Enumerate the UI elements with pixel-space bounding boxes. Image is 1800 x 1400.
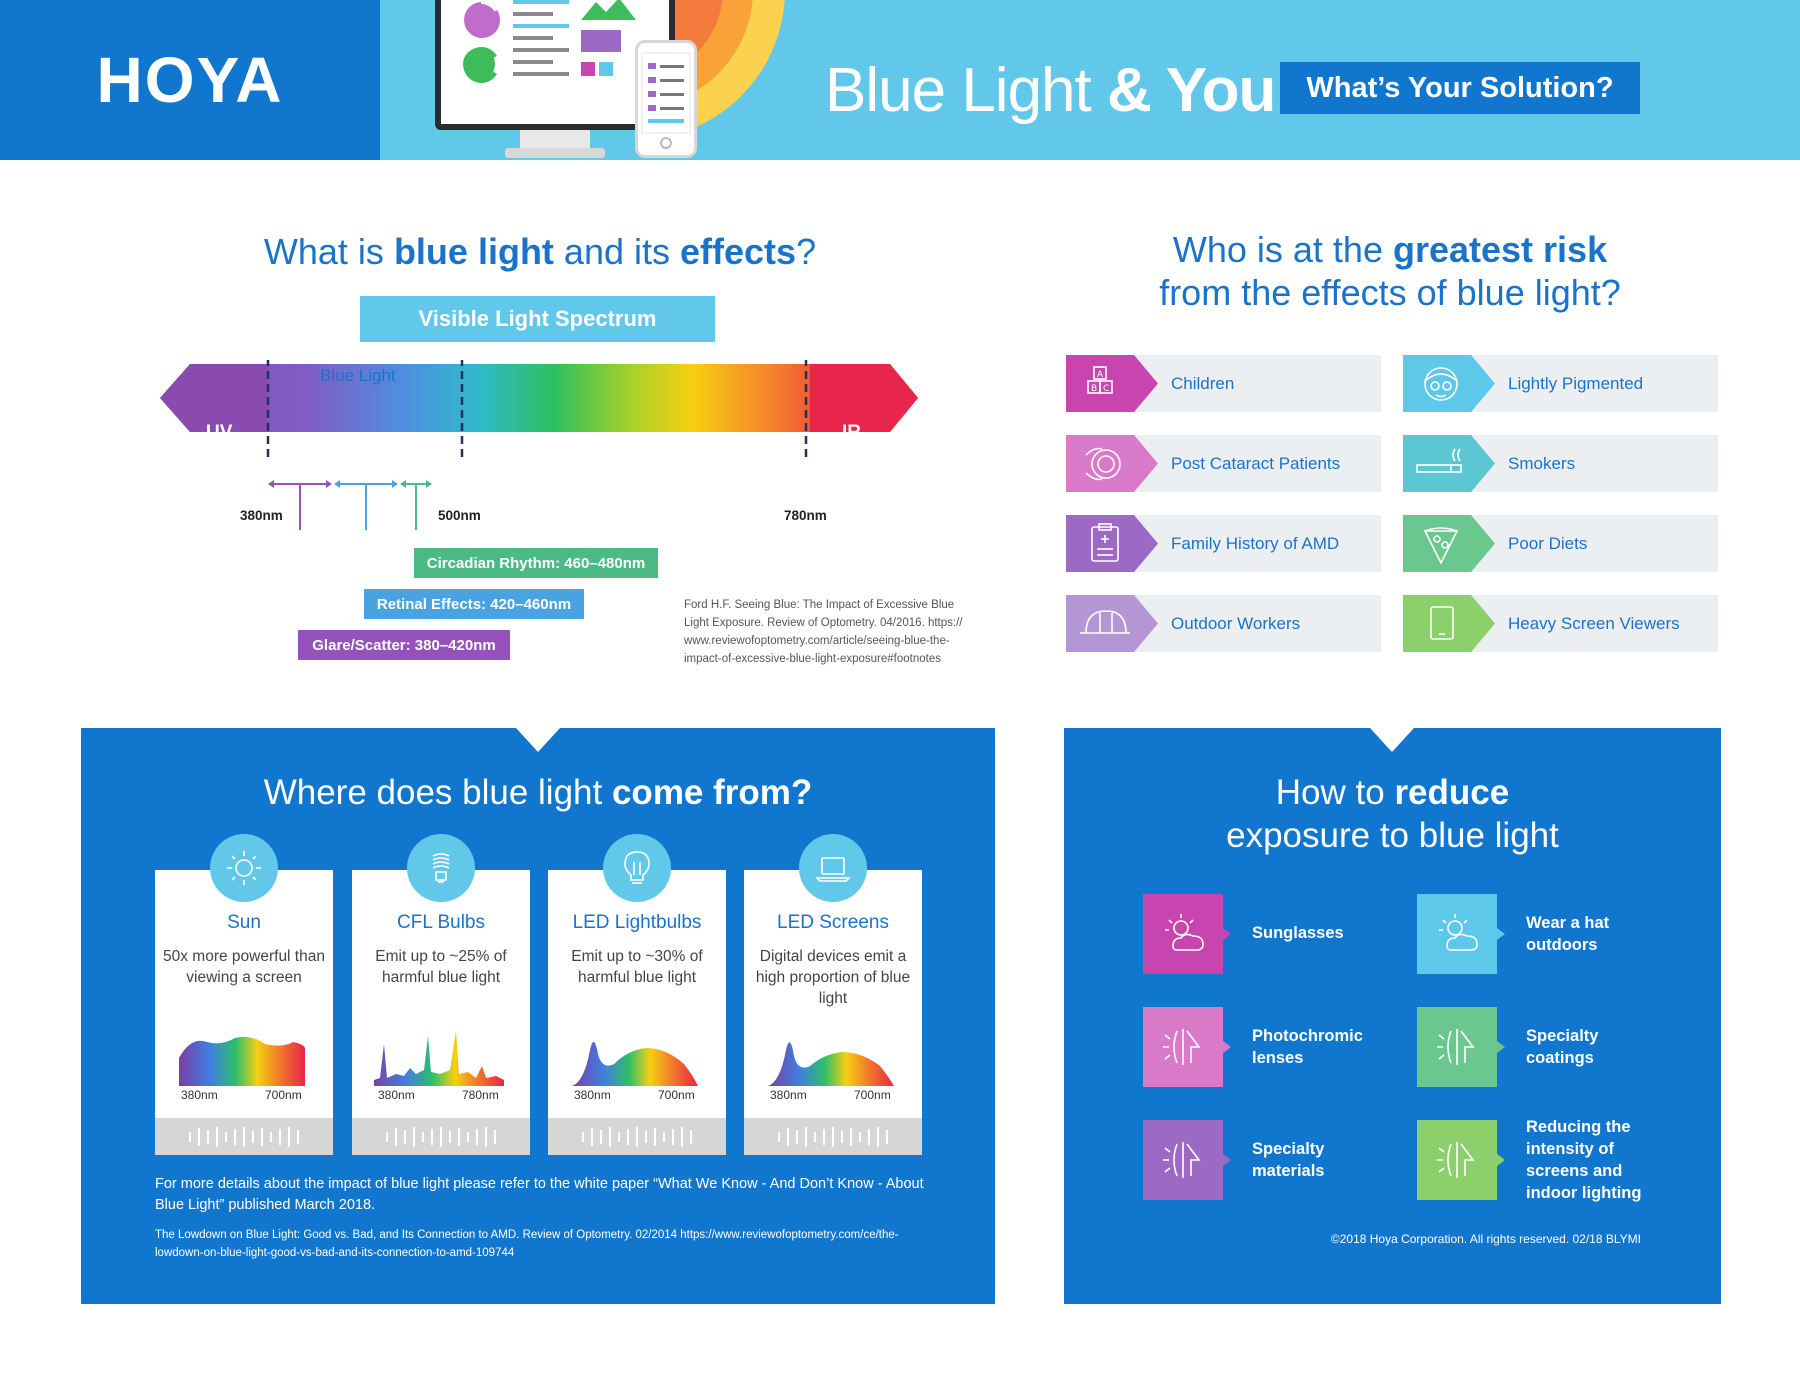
- led-bulb-spectrum-chart: [572, 1041, 698, 1086]
- svg-text:B: B: [1091, 384, 1097, 394]
- spectrum-diagram: [160, 360, 918, 530]
- risk-section-title: Who is at the greatest risk from the eff…: [1159, 229, 1621, 314]
- sun-cloud-icon: [1143, 894, 1231, 974]
- svg-text:C: C: [1103, 384, 1109, 394]
- sun-cloud-icon: [1417, 894, 1505, 974]
- phone-illustration: [635, 40, 697, 158]
- source-card-led-screens[interactable]: LED Screens Digital devices emit a high …: [744, 834, 922, 1155]
- sources-title: Where does blue light come from?: [263, 773, 813, 812]
- spectrum-section-title: What is blue light and its effects?: [263, 231, 817, 272]
- source-card-sun[interactable]: Sun 50x more powerful than viewing a scr…: [155, 834, 333, 1155]
- svg-text:A: A: [1097, 370, 1104, 380]
- header-banner: HOYA: [0, 0, 1800, 160]
- source-card-cfl-bulbs[interactable]: CFL Bulbs Emit up to ~25% of harmful blu…: [352, 834, 530, 1155]
- white-paper-note: For more details about the impact of blu…: [155, 1176, 924, 1213]
- lens-light-icon: [1417, 1120, 1505, 1200]
- whats-your-solution-button[interactable]: What’s Your Solution?: [1280, 62, 1640, 114]
- sources-reference: The Lowdown on Blue Light: Good vs. Bad,…: [155, 1229, 899, 1259]
- spectrum-footnote: Ford H.F. Seeing Blue: The Impact of Exc…: [684, 599, 963, 665]
- cfl-spectrum-chart: [374, 1030, 504, 1086]
- cigarette-icon: [1403, 435, 1495, 492]
- visible-light-spectrum-label: Visible Light Spectrum: [360, 296, 715, 342]
- title-bold: & You: [1107, 56, 1276, 125]
- laptop-icon: [799, 834, 867, 902]
- pizza-icon: [1403, 515, 1495, 572]
- monitor-illustration: [435, 0, 675, 130]
- tablet-icon: [1403, 595, 1495, 652]
- cfl-bulb-icon: [407, 834, 475, 902]
- card-ticks: [155, 1118, 333, 1155]
- source-card-led-lightbulbs[interactable]: LED Lightbulbs Emit up to ~30% of harmfu…: [548, 834, 726, 1155]
- risk-item-outdoor-workers[interactable]: Outdoor Workers: [1066, 595, 1381, 652]
- hoya-logo[interactable]: HOYA: [96, 44, 284, 116]
- reduce-title: How to reduce exposure to blue light: [1226, 773, 1559, 855]
- monitor-base: [505, 148, 605, 158]
- risk-item-heavy-screen-viewers[interactable]: Heavy Screen Viewers: [1403, 595, 1718, 652]
- nm-500-label: 500nm: [438, 508, 481, 523]
- lens-light-icon: [1143, 1120, 1231, 1200]
- clipboard-icon: [1066, 515, 1158, 572]
- blue-light-label: Blue Light: [320, 366, 396, 385]
- panel-notch: [516, 728, 560, 752]
- copyright: ©2018 Hoya Corporation. All rights reser…: [1330, 1232, 1641, 1246]
- lens-light-icon: [1417, 1007, 1505, 1087]
- sun-icon: [210, 834, 278, 902]
- face-icon: [1403, 355, 1495, 412]
- dashboard-graphic-icon: [463, 0, 636, 83]
- logo-block: HOYA: [0, 0, 380, 160]
- glare-scatter-range: Glare/Scatter: 380–420nm: [298, 630, 510, 660]
- eye-icon: [1066, 435, 1158, 492]
- main-title: Blue Light & You: [825, 55, 1276, 126]
- hardhat-icon: [1066, 595, 1158, 652]
- nm-380-label: 380nm: [240, 508, 283, 523]
- lightbulb-icon: [603, 834, 671, 902]
- card-ticks: [548, 1118, 726, 1155]
- risk-item-post-cataract[interactable]: Post Cataract Patients: [1066, 435, 1381, 492]
- ir-label: IR: [842, 422, 861, 443]
- phone-screen-icon: [641, 52, 691, 149]
- sources-panel: Where does blue light come from? Sun 50x…: [81, 728, 995, 1304]
- ir-segment: [810, 364, 918, 432]
- uv-label: UV: [206, 422, 233, 443]
- sun-spectrum-chart: [179, 1036, 305, 1086]
- nm-780-label: 780nm: [784, 508, 827, 523]
- card-ticks: [352, 1118, 530, 1155]
- reduce-panel: How to reduce exposure to blue light Sun…: [1064, 728, 1721, 1304]
- retinal-effects-range: Retinal Effects: 420–460nm: [364, 589, 584, 619]
- risk-item-smokers[interactable]: Smokers: [1403, 435, 1718, 492]
- card-ticks: [744, 1118, 922, 1155]
- risk-item-family-history-amd[interactable]: Family History of AMD: [1066, 515, 1381, 572]
- panel-notch: [1370, 728, 1414, 752]
- risk-item-lightly-pigmented[interactable]: Lightly Pigmented: [1403, 355, 1718, 412]
- circadian-rhythm-range: Circadian Rhythm: 460–480nm: [414, 548, 658, 578]
- monitor-stand: [520, 130, 590, 150]
- title-light: Blue Light: [825, 56, 1092, 125]
- uv-segment: [160, 364, 268, 432]
- spectrum-bar: [160, 364, 918, 432]
- risk-item-poor-diets[interactable]: Poor Diets: [1403, 515, 1718, 572]
- lens-light-icon: [1143, 1007, 1231, 1087]
- led-screen-spectrum-chart: [768, 1042, 894, 1086]
